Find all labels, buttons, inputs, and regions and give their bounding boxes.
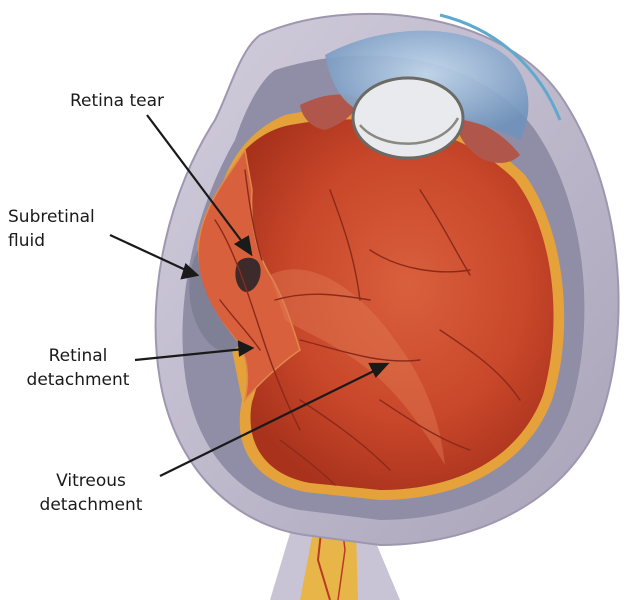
label-subretinal-fluid-line1: Subretinal: [8, 205, 95, 229]
label-retinal-detachment-line2: detachment: [17, 368, 139, 392]
label-subretinal-fluid: Subretinal fluid: [8, 205, 95, 253]
lens: [353, 78, 463, 158]
label-retinal-detachment: Retinal detachment: [17, 344, 139, 392]
label-vitreous-detachment-line1: Vitreous: [30, 469, 152, 493]
label-retina-tear: Retina tear: [70, 89, 164, 113]
label-retinal-detachment-line1: Retinal: [17, 344, 139, 368]
label-vitreous-detachment-line2: detachment: [30, 493, 152, 517]
label-subretinal-fluid-line2: fluid: [8, 229, 95, 253]
label-vitreous-detachment: Vitreous detachment: [30, 469, 152, 517]
